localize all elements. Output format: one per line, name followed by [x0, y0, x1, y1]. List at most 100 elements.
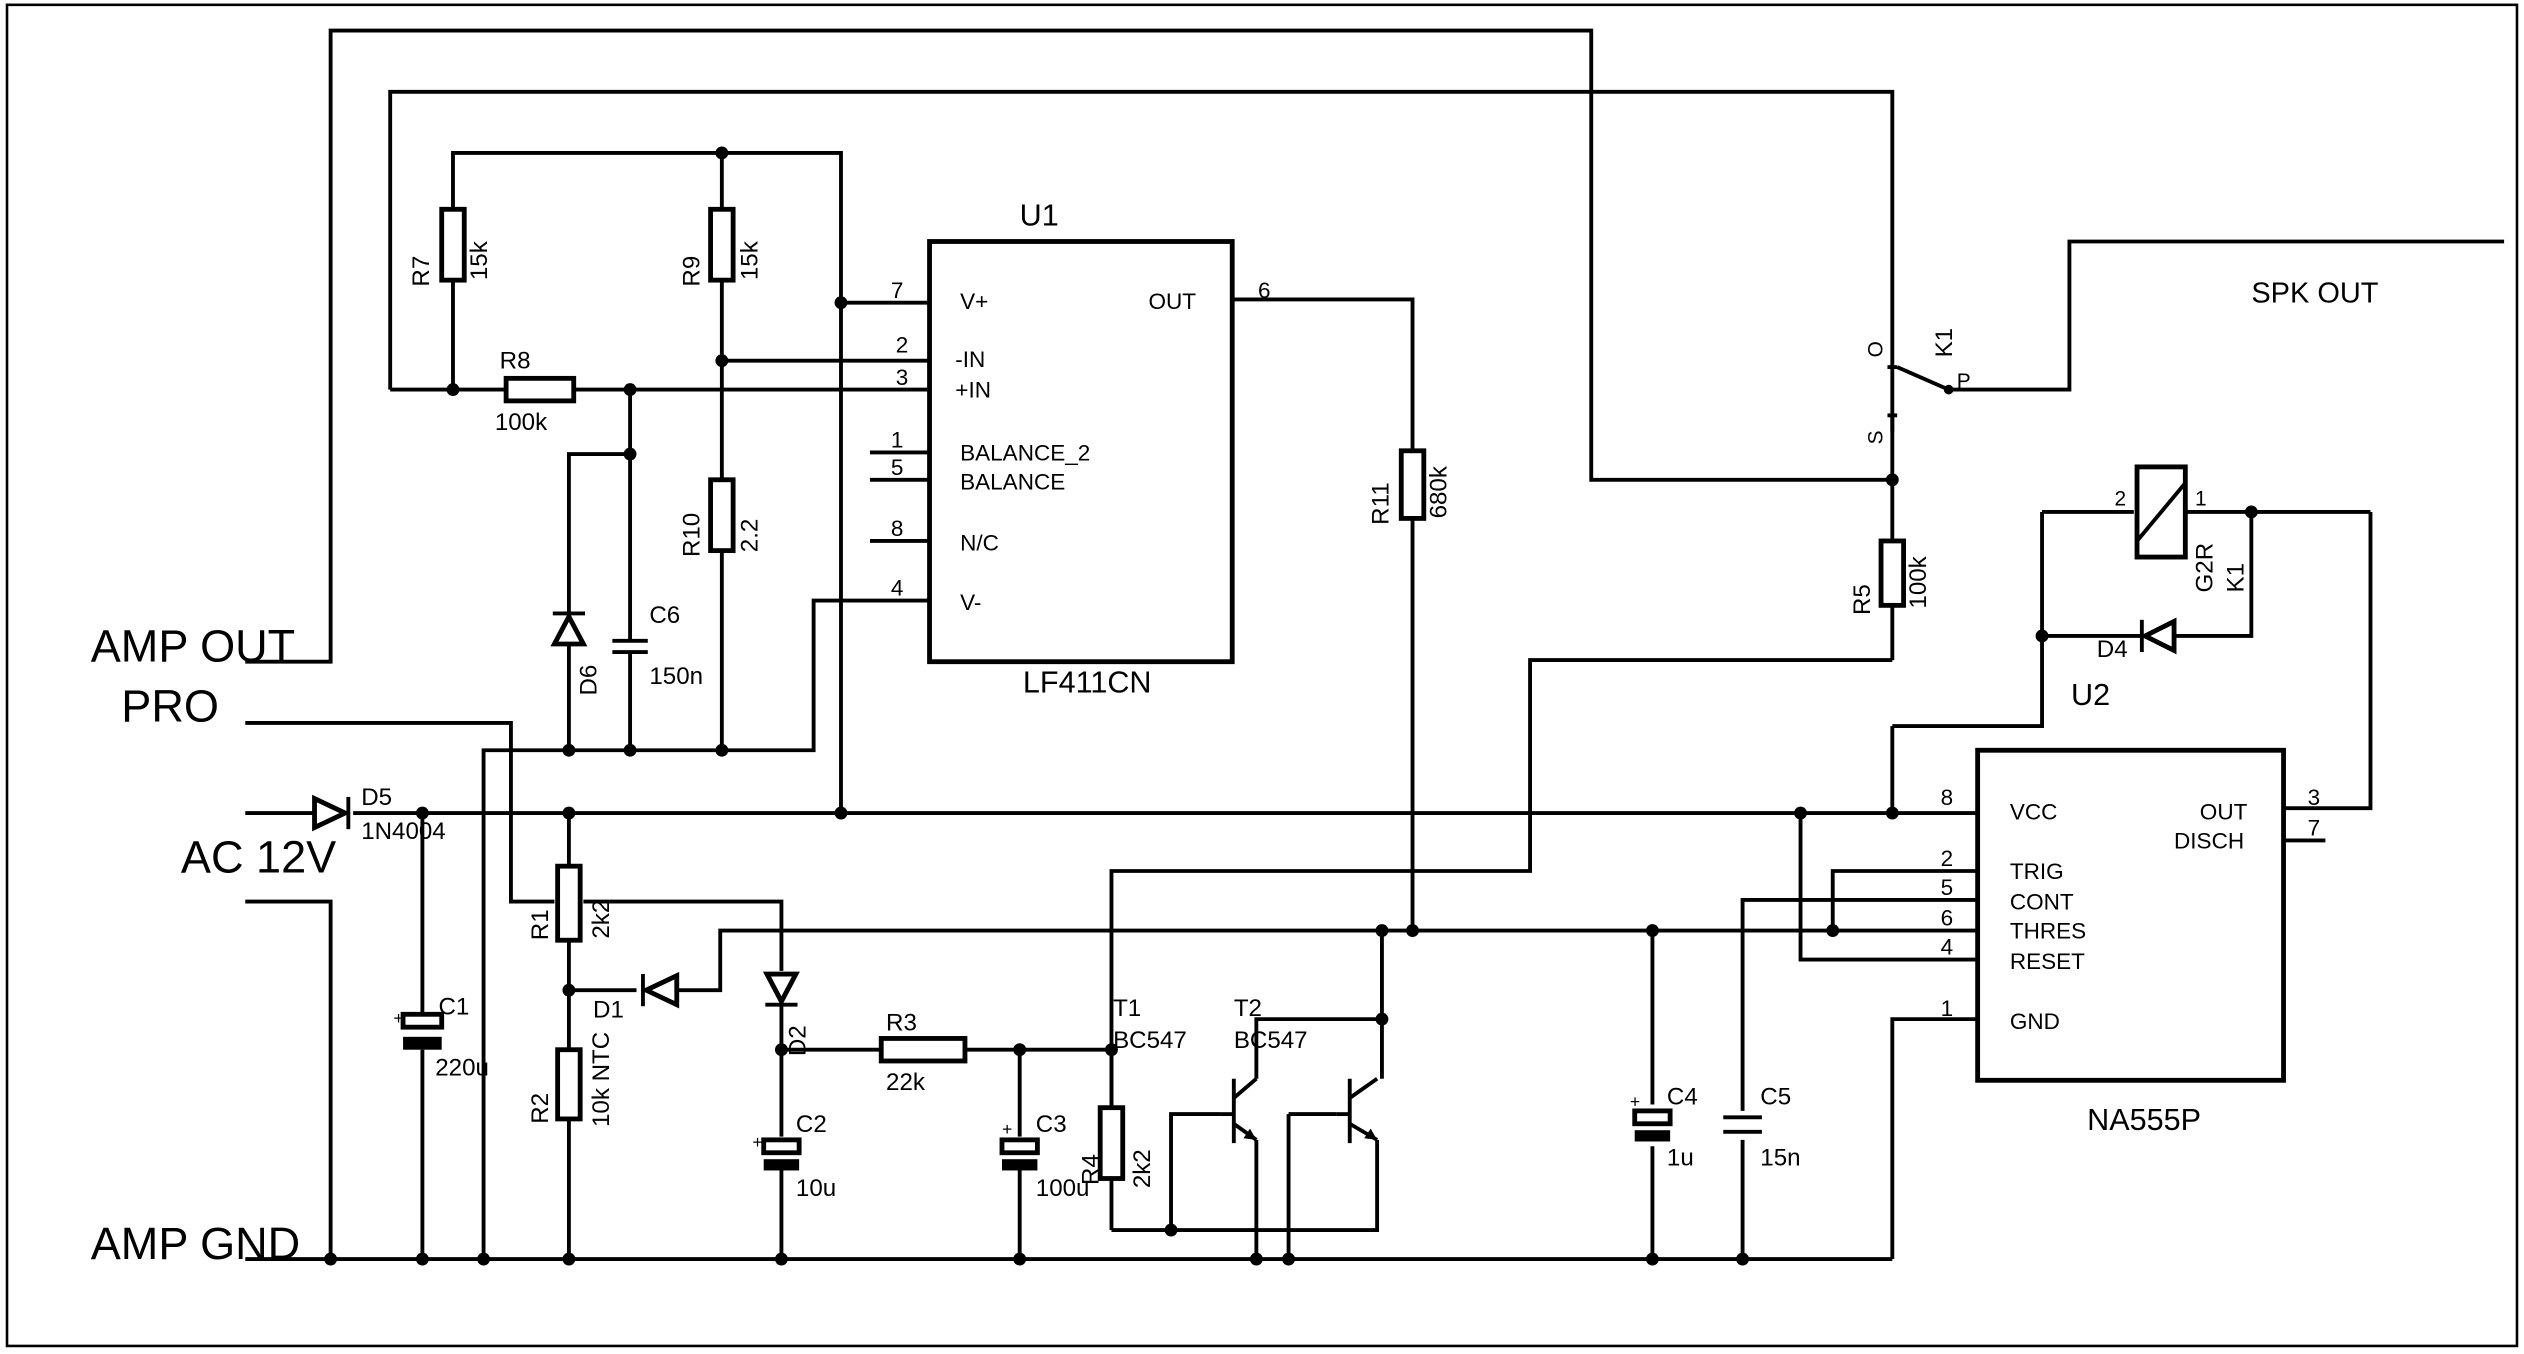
- u2-pin-num: 3: [2308, 785, 2321, 810]
- resistor-r8: R8 100k: [495, 348, 577, 436]
- c2-plus: +: [752, 1132, 762, 1152]
- u1-pin-name: N/C: [960, 531, 999, 556]
- r11-value: 680k: [1425, 465, 1452, 518]
- u1-pin-num: 1: [891, 428, 904, 453]
- r7-ref: R7: [408, 256, 435, 287]
- resistor-r10: R10 2.2: [678, 477, 763, 557]
- u1-pin-num: 3: [896, 365, 909, 390]
- amp-out-label: AMP OUT: [91, 621, 295, 672]
- u2-pin-name: THRES: [2010, 919, 2086, 944]
- u2-part: NA555P: [2087, 1103, 2201, 1137]
- capacitor-c3: + C3 100u: [999, 1111, 1090, 1202]
- u2-pin-name: CONT: [2010, 890, 2074, 915]
- u2-pin-name: VCC: [2010, 799, 2058, 824]
- c4-ref: C4: [1667, 1083, 1698, 1110]
- r5-value: 100k: [1905, 555, 1932, 608]
- r10-ref: R10: [678, 513, 705, 557]
- u2-pin-num: 5: [1941, 875, 1954, 900]
- u2-pin-num: 8: [1941, 785, 1954, 810]
- u2-pin-name: RESET: [2010, 949, 2085, 974]
- r3-value: 22k: [886, 1069, 926, 1096]
- resistor-r11: R11 680k: [1367, 448, 1452, 525]
- r11-ref: R11: [1367, 482, 1394, 524]
- d4-ref: D4: [2097, 636, 2128, 663]
- u2-pin-num: 1: [1941, 996, 1954, 1021]
- drawing-frame: [5, 3, 2519, 1348]
- u1-part: LF411CN: [1023, 665, 1152, 699]
- relay-k1-switch: O S P K1: [1865, 328, 1971, 444]
- diode-d4: D4: [2097, 617, 2177, 663]
- u1-pin-num: 2: [896, 333, 909, 358]
- u2-pin-num: 2: [1941, 846, 1954, 871]
- t2-ref: T2: [1234, 995, 1262, 1022]
- c1-plus: +: [393, 1008, 403, 1028]
- amp-gnd-label: AMP GND: [91, 1218, 301, 1269]
- k1-coil-pin-a: 2: [2114, 488, 2126, 511]
- k1-switch-contact-o: O: [1865, 341, 1888, 357]
- capacitor-c1: + C1 220u: [393, 993, 489, 1081]
- u1-pin-num: 5: [891, 455, 904, 480]
- u1-pin-num: 8: [891, 516, 904, 541]
- junction-dots: [324, 146, 2258, 1266]
- capacitor-c6: C6 150n: [612, 602, 703, 690]
- resistor-r7: R7 15k: [408, 206, 493, 287]
- u1-pin-name: V-: [960, 590, 981, 615]
- u2-pin-num: 4: [1941, 935, 1954, 960]
- c3-plus: +: [1002, 1119, 1012, 1139]
- c3-ref: C3: [1036, 1111, 1067, 1138]
- r9-value: 15k: [736, 240, 763, 280]
- c2-ref: C2: [796, 1111, 827, 1138]
- u2-timer: U2 NA555P 8 VCC 2 TRIG 5 CONT 6 THRES 4 …: [1941, 678, 2321, 1137]
- spk-out-label: SPK OUT: [2251, 278, 2378, 310]
- u2-pin-num: 6: [1941, 906, 1954, 931]
- c3-value: 100u: [1036, 1175, 1090, 1202]
- u2-ref: U2: [2071, 678, 2110, 712]
- capacitor-c5: C5 15n: [1723, 1083, 1801, 1172]
- wires: [245, 28, 2505, 1261]
- c4-value: 1u: [1667, 1145, 1694, 1172]
- u1-pin-name: OUT: [1148, 289, 1196, 314]
- t1-value: BC547: [1113, 1027, 1187, 1054]
- resistor-r2: R2 10k NTC: [527, 1032, 615, 1127]
- c1-ref: C1: [438, 993, 469, 1020]
- r9-ref: R9: [678, 256, 705, 287]
- k1-coil-ref: K1: [2222, 563, 2249, 593]
- u1-pin-name: V+: [960, 289, 988, 314]
- k1-switch-contact-p: P: [1957, 370, 1971, 393]
- capacitor-c2: + C2 10u: [752, 1111, 836, 1202]
- r1-value: 2k2: [588, 900, 615, 939]
- u2-pin-name: OUT: [2200, 799, 2248, 824]
- k1-coil-type: G2R: [2192, 543, 2219, 593]
- diode-d1: D1: [593, 971, 680, 1024]
- r4-value: 2k2: [1129, 1149, 1156, 1188]
- r8-value: 100k: [495, 409, 548, 436]
- d5-value: 1N4004: [361, 818, 446, 845]
- r3-ref: R3: [886, 1009, 917, 1036]
- k1-switch-ref: K1: [1931, 328, 1958, 358]
- ac-12v-label: AC 12V: [181, 832, 336, 883]
- c4-plus: +: [1630, 1092, 1640, 1112]
- r2-value: 10k NTC: [588, 1032, 615, 1127]
- c5-ref: C5: [1760, 1083, 1791, 1110]
- u1-ref: U1: [1020, 198, 1059, 232]
- r2-ref: R2: [527, 1093, 554, 1124]
- c1-value: 220u: [435, 1054, 489, 1081]
- c6-value: 150n: [649, 663, 703, 690]
- d5-ref: D5: [361, 784, 392, 811]
- r8-ref: R8: [500, 348, 531, 375]
- k1-switch-contact-s: S: [1865, 430, 1888, 444]
- diode-d5: D5 1N4004: [312, 784, 446, 845]
- r7-value: 15k: [466, 240, 493, 280]
- u1-pin-num: 7: [891, 278, 904, 303]
- u2-pin-name: GND: [2010, 1009, 2060, 1034]
- transistor-t2: T2 BC547: [1234, 995, 1379, 1144]
- t2-value: BC547: [1234, 1027, 1308, 1054]
- diode-d6: D6: [550, 611, 602, 696]
- d1-ref: D1: [593, 997, 624, 1024]
- relay-k1-coil: 2 1 G2R K1: [2114, 464, 2249, 593]
- u2-pin-name: TRIG: [2010, 859, 2064, 884]
- c5-value: 15n: [1760, 1145, 1800, 1172]
- r5-ref: R5: [1849, 584, 1876, 615]
- c6-ref: C6: [649, 602, 680, 629]
